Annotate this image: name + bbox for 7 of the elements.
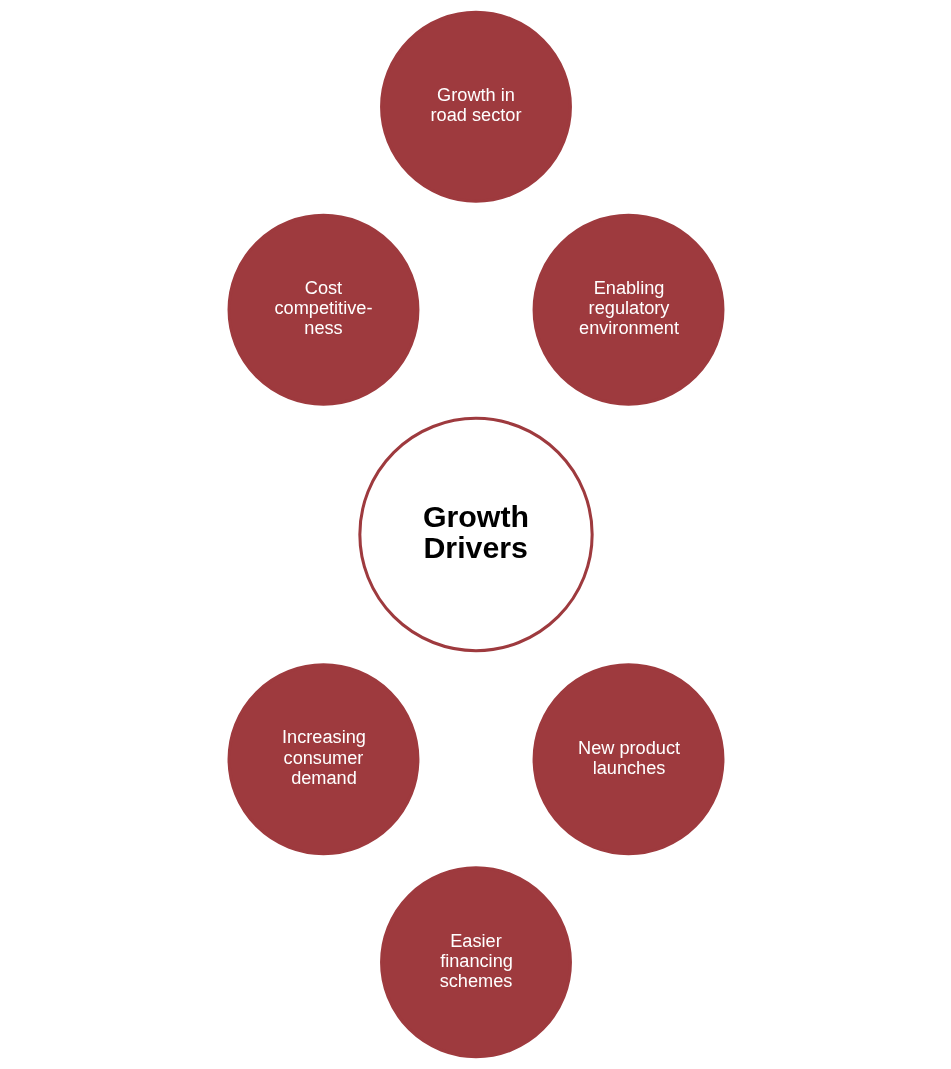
- node-circle: New product launches: [532, 663, 724, 856]
- node-circle: Growth Drivers: [357, 416, 594, 653]
- node-circle: Increasing consumer demand: [227, 663, 419, 856]
- node-circle: Cost competitive- ness: [227, 213, 419, 406]
- node-circle: Enabling regulatory environment: [532, 213, 724, 406]
- node-circle: Easier financing schemes: [379, 866, 572, 1059]
- node-circle: Growth in road sector: [379, 10, 572, 203]
